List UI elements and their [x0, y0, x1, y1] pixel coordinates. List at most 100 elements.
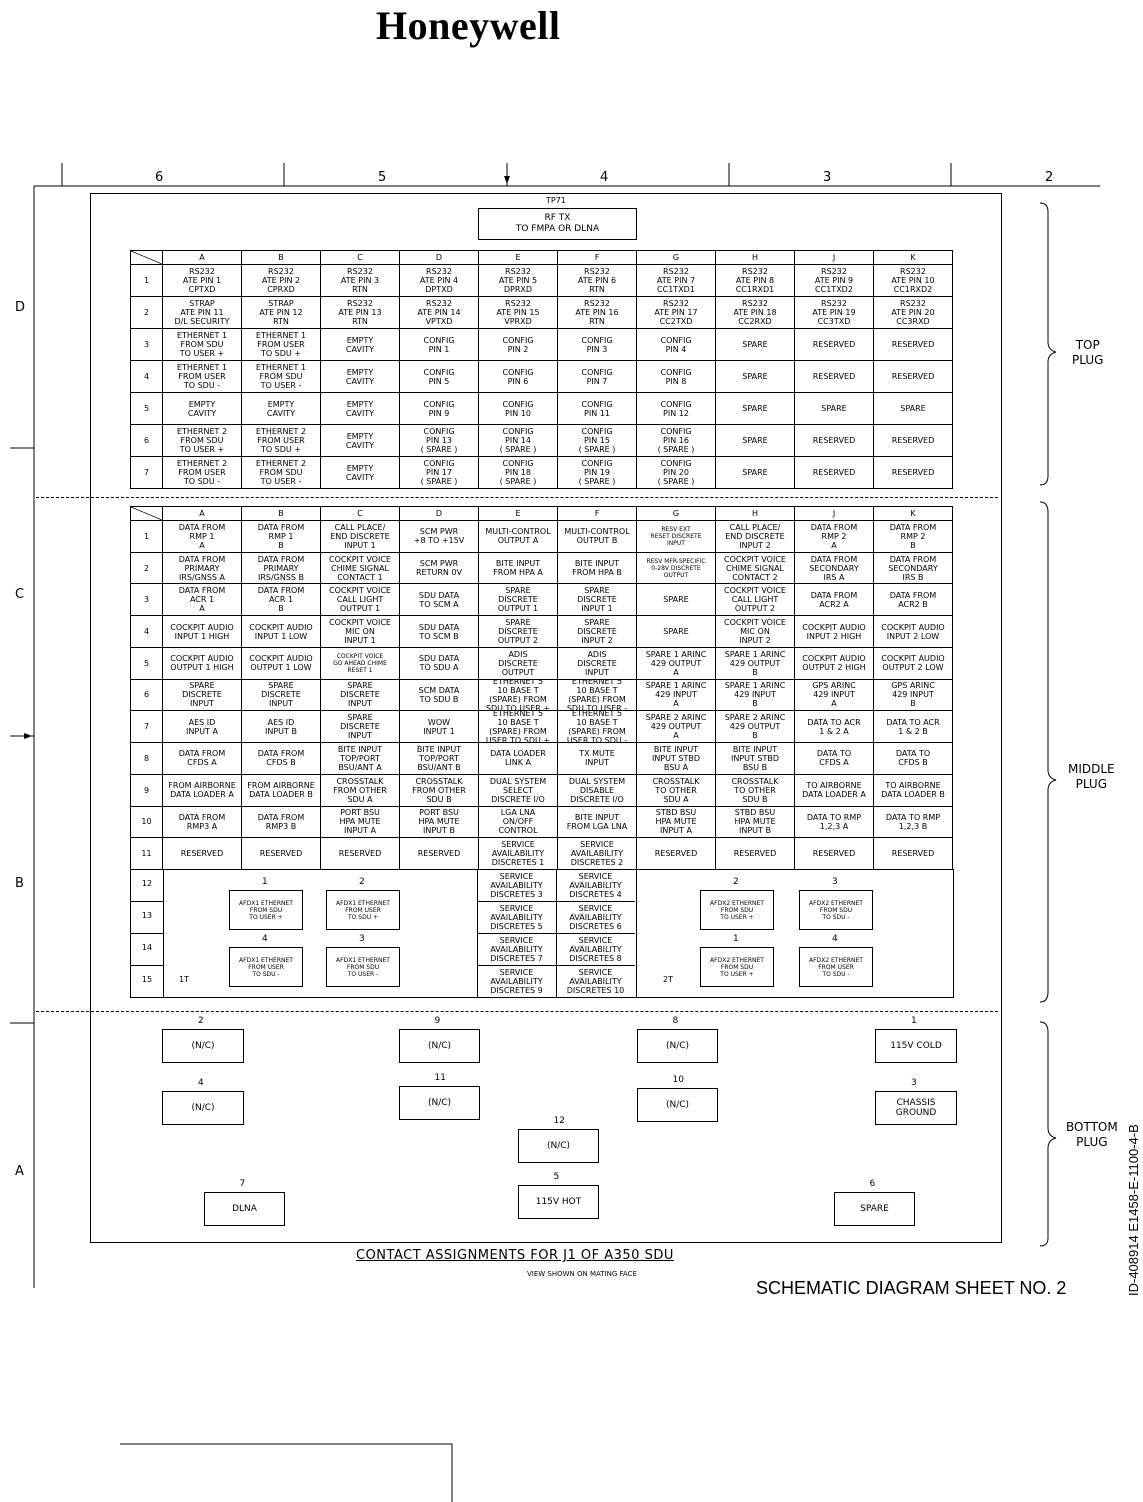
- column-header: A: [163, 251, 242, 265]
- row-letter: C: [15, 587, 25, 602]
- afdx-pin-number: 3: [832, 877, 838, 887]
- middle-plug-pin-cell: RESERVED: [795, 838, 874, 870]
- top-plug-pin-cell: EMPTY CAVITY: [321, 457, 400, 489]
- row-number: 7: [131, 711, 163, 744]
- top-plug-pin-cell: CONFIG PIN 8: [637, 361, 716, 393]
- top-plug-pin-cell: RS232 ATE PIN 4 DPTXD: [400, 265, 479, 297]
- column-header: E: [479, 251, 558, 265]
- middle-plug-pin-cell: COCKPIT VOICE CHIME SIGNAL CONTACT 2: [716, 552, 795, 585]
- row-number: 5: [131, 647, 163, 680]
- top-plug-pin-cell: SPARE: [874, 393, 953, 425]
- afdx-ethernet-block: AFDX1 ETHERNET FROM USER TO SDU -: [229, 947, 303, 987]
- service-availability-cell: SERVICE AVAILABILITY DISCRETES 5: [490, 903, 543, 931]
- label-2t: 2T: [663, 975, 673, 984]
- middle-plug-pin-cell: DATA LOADER LINK A: [479, 743, 558, 775]
- middle-plug-pin-cell: STBD BSU HPA MUTE INPUT B: [716, 806, 795, 839]
- row-number: 8: [131, 743, 163, 775]
- top-plug-pin-cell: ETHERNET 1 FROM USER TO SDU -: [163, 361, 242, 393]
- middle-plug-pin-cell: TO AIRBORNE DATA LOADER B: [874, 774, 953, 807]
- top-plug-pin-cell: SPARE: [716, 361, 795, 393]
- middle-plug-pin-cell: SPARE DISCRETE INPUT: [321, 679, 400, 712]
- middle-plug-pin-cell: DATA FROM RMP 2 B: [874, 521, 953, 553]
- row-number: 4: [131, 361, 163, 393]
- column-header: F: [558, 251, 637, 265]
- middle-plug-pin-cell: SPARE DISCRETE INPUT: [321, 711, 400, 744]
- afdx-ethernet-block: AFDX1 ETHERNET FROM SDU TO USER +: [229, 890, 303, 930]
- middle-plug-pin-cell: CROSSTALK TO OTHER SDU A: [637, 774, 716, 807]
- diagram-subcaption: VIEW SHOWN ON MATING FACE: [527, 1270, 637, 1278]
- afdx-ethernet-block: AFDX1 ETHERNET FROM SDU TO USER -: [326, 947, 400, 987]
- top-plug-pin-cell: ETHERNET 2 FROM USER TO SDU +: [242, 425, 321, 457]
- middle-plug-pin-cell: AES ID INPUT A: [163, 711, 242, 744]
- middle-plug-pin-cell: CROSSTALK TO OTHER SDU B: [716, 774, 795, 807]
- middle-plug-pin-cell: SPARE: [637, 616, 716, 648]
- middle-plug-pin-cell: CALL PLACE/ END DISCRETE INPUT 1: [321, 521, 400, 553]
- middle-plug-pin-cell: RESERVED: [400, 838, 479, 870]
- top-plug-pin-cell: EMPTY CAVITY: [321, 393, 400, 425]
- middle-plug-pin-cell: DATA FROM ACR 1 B: [242, 584, 321, 617]
- top-plug-pin-cell: RESERVED: [874, 361, 953, 393]
- afdx-pin-number: 4: [832, 934, 838, 944]
- top-plug-pin-cell: ETHERNET 2 FROM SDU TO USER -: [242, 457, 321, 489]
- middle-plug-pin-cell: CROSSTALK FROM OTHER SDU B: [400, 774, 479, 807]
- top-plug-pin-cell: RS232 ATE PIN 13 RTN: [321, 297, 400, 329]
- bottom-pin-box: (N/C): [518, 1129, 599, 1163]
- middle-plug-pin-cell: DATA FROM RMP 2 A: [795, 521, 874, 553]
- service-availability-cell: SERVICE AVAILABILITY DISCRETES 3: [490, 871, 543, 899]
- middle-plug-pin-cell: BITE INPUT FROM LGA LNA: [558, 806, 637, 839]
- bottom-pin-box: (N/C): [637, 1088, 718, 1122]
- column-header: C: [321, 251, 400, 265]
- row-number: 2: [131, 297, 163, 329]
- middle-plug-pin-cell: DUAL SYSTEM DISABLE DISCRETE I/O: [558, 774, 637, 807]
- top-plug-pin-cell: RESERVED: [874, 329, 953, 361]
- bottom-pin-number: 2: [198, 1016, 204, 1026]
- top-plug-pin-cell: RESERVED: [874, 457, 953, 489]
- middle-plug-pin-cell: DATA FROM ACR 1 A: [163, 584, 242, 617]
- top-plug-pin-cell: ETHERNET 2 FROM SDU TO USER +: [163, 425, 242, 457]
- column-header: A: [163, 507, 242, 521]
- top-plug-pin-cell: RS232 ATE PIN 7 CC1TXD1: [637, 265, 716, 297]
- top-plug-pin-cell: SPARE: [716, 393, 795, 425]
- top-plug-pin-cell: RESERVED: [795, 361, 874, 393]
- middle-plug-pin-cell: COCKPIT AUDIO OUTPUT 2 HIGH: [795, 647, 874, 680]
- top-plug-pin-cell: CONFIG PIN 2: [479, 329, 558, 361]
- middle-plug-pin-cell: SPARE 1 ARINC 429 INPUT B: [716, 679, 795, 712]
- middle-plug-pin-cell: SCM DATA TO SDU B: [400, 679, 479, 712]
- middle-plug-pin-cell: COCKPIT AUDIO INPUT 1 HIGH: [163, 616, 242, 648]
- top-plug-pin-cell: CONFIG PIN 15 ( SPARE ): [558, 425, 637, 457]
- corner-cell: [131, 251, 163, 265]
- row-number: 7: [131, 457, 163, 489]
- middle-plug-pin-cell: SERVICE AVAILABILITY DISCRETES 1: [479, 838, 558, 870]
- top-plug-pin-cell: EMPTY CAVITY: [163, 393, 242, 425]
- top-plug-pin-cell: ETHERNET 1 FROM SDU TO USER -: [242, 361, 321, 393]
- zone-number: 4: [600, 170, 609, 185]
- column-header: C: [321, 507, 400, 521]
- top-plug-pin-cell: RESERVED: [874, 425, 953, 457]
- top-plug-pin-cell: EMPTY CAVITY: [242, 393, 321, 425]
- middle-plug-pin-cell: SDU DATA TO SCM B: [400, 616, 479, 648]
- middle-plug-pin-cell: SPARE 1 ARINC 429 OUTPUT A: [637, 647, 716, 680]
- middle-plug-pin-cell: COCKPIT VOICE CALL LIGHT OUTPUT 1: [321, 584, 400, 617]
- tp71-label: TP71: [546, 196, 566, 205]
- rf-tx-box: RF TX TO FMPA OR DLNA: [478, 208, 637, 240]
- middle-plug-pin-cell: PORT BSU HPA MUTE INPUT B: [400, 806, 479, 839]
- top-plug-pin-cell: EMPTY CAVITY: [321, 425, 400, 457]
- middle-plug-pin-cell: COCKPIT VOICE MIC ON INPUT 1: [321, 616, 400, 648]
- afdx-ethernet-block: AFDX2 ETHERNET FROM USER TO SDU -: [799, 947, 873, 987]
- middle-plug-pin-cell: SPARE DISCRETE INPUT: [242, 679, 321, 712]
- column-header: B: [242, 251, 321, 265]
- middle-plug-pin-cell: BITE INPUT TOP/PORT BSU/ANT B: [400, 743, 479, 775]
- top-plug-pin-cell: ETHERNET 1 FROM USER TO SDU +: [242, 329, 321, 361]
- top-plug-pin-cell: CONFIG PIN 1: [400, 329, 479, 361]
- middle-plug-pin-cell: SPARE 2 ARINC 429 OUTPUT A: [637, 711, 716, 744]
- middle-plug-pin-cell: MULTI-CONTROL OUTPUT A: [479, 521, 558, 553]
- middle-plug-pin-cell: PORT BSU HPA MUTE INPUT A: [321, 806, 400, 839]
- bottom-pin-box: 115V HOT: [518, 1185, 599, 1219]
- label-1t: 1T: [179, 975, 189, 984]
- top-plug-pin-cell: CONFIG PIN 12: [637, 393, 716, 425]
- top-plug-pin-cell: RS232 ATE PIN 9 CC1TXD2: [795, 265, 874, 297]
- middle-plug-pin-cell: STBD BSU HPA MUTE INPUT A: [637, 806, 716, 839]
- middle-plug-pin-cell: DUAL SYSTEM SELECT DISCRETE I/O: [479, 774, 558, 807]
